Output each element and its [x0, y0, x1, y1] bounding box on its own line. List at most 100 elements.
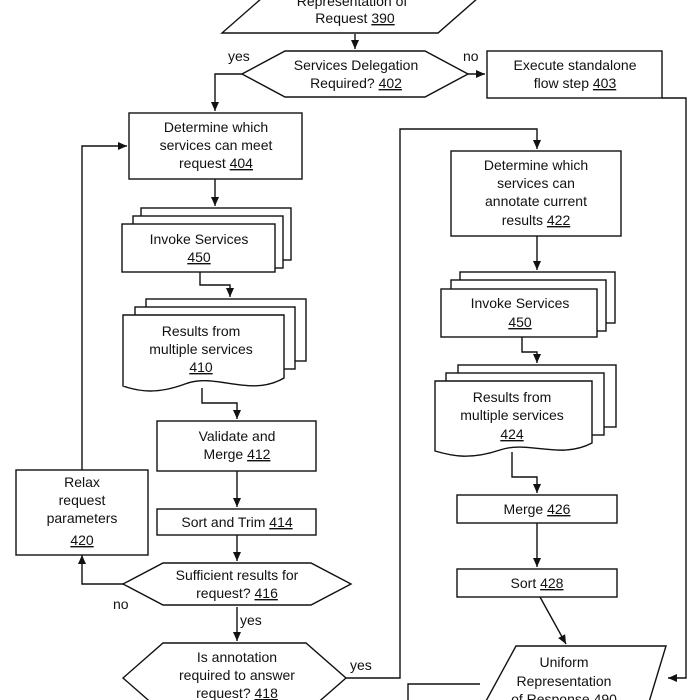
node-invoke-services-left: Invoke Services 450 [121, 207, 292, 273]
svg-text:request? 418: request? 418 [196, 685, 278, 700]
arrow-428-to-490 [539, 596, 567, 645]
connectors [78, 34, 687, 700]
node-414-ref: 414 [269, 514, 293, 530]
node-490-ref: 490 [594, 691, 618, 700]
svg-text:Results from: Results from [473, 389, 552, 405]
node-424-line2: multiple services [460, 407, 563, 423]
node-490-line1: Uniform [539, 654, 588, 670]
node-390-line2: Request [315, 10, 367, 26]
node-424-ref: 424 [500, 426, 524, 442]
svg-text:of Response 490: of Response 490 [511, 691, 617, 700]
node-422-ref: 422 [547, 212, 571, 228]
svg-text:parameters: parameters [47, 510, 118, 526]
svg-text:424: 424 [500, 426, 524, 442]
label-yes-418: yes [350, 657, 372, 673]
arrow-450-to-424 [521, 337, 541, 363]
node-450-left-line1: Invoke Services [150, 231, 249, 247]
node-invoke-services-right: Invoke Services 450 [440, 271, 616, 338]
node-412-line2: Merge [204, 446, 244, 462]
node-428-ref: 428 [540, 575, 564, 591]
node-404-line3: request [179, 155, 226, 171]
label-no-402: no [463, 48, 479, 64]
node-416-line2: request? [196, 585, 251, 601]
svg-text:420: 420 [70, 532, 94, 548]
node-410-line1: Results from [162, 323, 241, 339]
node-418-line3: request? [196, 685, 251, 700]
node-410-ref: 410 [189, 359, 213, 375]
svg-text:Merge 412: Merge 412 [204, 446, 271, 462]
node-490-line3: of Response [511, 691, 590, 700]
svg-text:Request 390: Request 390 [315, 10, 395, 26]
node-422-line4: results [502, 212, 543, 228]
svg-text:Invoke Services: Invoke Services [150, 231, 249, 247]
node-426-ref: 426 [547, 501, 571, 517]
node-422-line1: Determine which [484, 157, 588, 173]
svg-text:flow step 403: flow step 403 [534, 75, 617, 91]
node-402-line1: Services Delegation [294, 57, 419, 73]
node-412-ref: 412 [247, 446, 271, 462]
node-sort-trim: Sort and Trim 414 [156, 508, 317, 536]
node-404-line2: services can meet [160, 137, 273, 153]
svg-text:Execute standalone: Execute standalone [514, 57, 637, 73]
node-426-line1: Merge [504, 501, 544, 517]
svg-text:Invoke Services: Invoke Services [471, 295, 570, 311]
node-sufficient-results: Sufficient results for request? 416 [121, 562, 353, 606]
node-404-line1: Determine which [164, 119, 268, 135]
node-410-line2: multiple services [149, 341, 252, 357]
svg-text:annotate current: annotate current [485, 193, 587, 209]
node-418-ref: 418 [255, 685, 279, 700]
node-402-line2: Required? [310, 75, 375, 91]
node-403-line1: Execute standalone [514, 57, 637, 73]
svg-text:multiple services: multiple services [460, 407, 563, 423]
node-422-line3: annotate current [485, 193, 587, 209]
arrow-450-to-410 [199, 272, 234, 297]
node-428-line1: Sort [511, 575, 537, 591]
node-490-line2: Representation [517, 673, 612, 689]
node-results-left: Results from multiple services 410 [122, 298, 307, 392]
line-bottom-left-to-490 [407, 683, 480, 700]
node-390-ref: 390 [371, 10, 395, 26]
svg-text:Services Delegation: Services Delegation [294, 57, 419, 73]
label-yes-416: yes [240, 612, 262, 628]
node-results-right: Results from multiple services 424 [434, 364, 617, 457]
svg-text:multiple services: multiple services [149, 341, 252, 357]
node-422-line2: services can [497, 175, 575, 191]
node-annotation-required: Is annotation required to answer request… [121, 642, 348, 700]
node-418-line1: Is annotation [197, 649, 277, 665]
node-402-ref: 402 [379, 75, 403, 91]
node-390-line1: Representation of [297, 0, 408, 9]
svg-text:services can: services can [497, 175, 575, 191]
node-execute-standalone: Execute standalone flow step 403 [486, 50, 663, 99]
node-420-line3: parameters [47, 510, 118, 526]
node-sort: Sort 428 [456, 568, 618, 598]
svg-text:Validate and: Validate and [199, 428, 276, 444]
svg-text:Sort 428: Sort 428 [511, 575, 564, 591]
svg-text:Merge 426: Merge 426 [504, 501, 571, 517]
svg-text:450: 450 [187, 249, 211, 265]
arrow-416-no-to-420 [78, 555, 123, 585]
node-418-line2: required to answer [179, 667, 295, 683]
svg-text:Relax: Relax [64, 474, 100, 490]
svg-text:request 404: request 404 [179, 155, 253, 171]
arrow-403-to-490 [662, 97, 687, 682]
svg-text:Representation: Representation [517, 673, 612, 689]
node-416-ref: 416 [255, 585, 279, 601]
svg-text:required to answer: required to answer [179, 667, 295, 683]
node-420-ref: 420 [70, 532, 94, 548]
svg-text:Is annotation: Is annotation [197, 649, 277, 665]
svg-text:Determine which: Determine which [164, 119, 268, 135]
node-424-line1: Results from [473, 389, 552, 405]
node-420-line1: Relax [64, 474, 100, 490]
node-450-left-ref: 450 [187, 249, 211, 265]
arrow-402-yes-to-404 [211, 73, 242, 111]
svg-text:request: request [59, 492, 106, 508]
label-no-416: no [113, 596, 129, 612]
svg-text:410: 410 [189, 359, 213, 375]
svg-text:request? 416: request? 416 [196, 585, 278, 601]
node-450-right-line1: Invoke Services [471, 295, 570, 311]
arrow-420-to-404 [81, 142, 127, 470]
svg-text:Required? 402: Required? 402 [310, 75, 402, 91]
node-request-representation: Representation of Request 390 [220, 0, 477, 34]
svg-text:Sort and Trim 414: Sort and Trim 414 [181, 514, 292, 530]
